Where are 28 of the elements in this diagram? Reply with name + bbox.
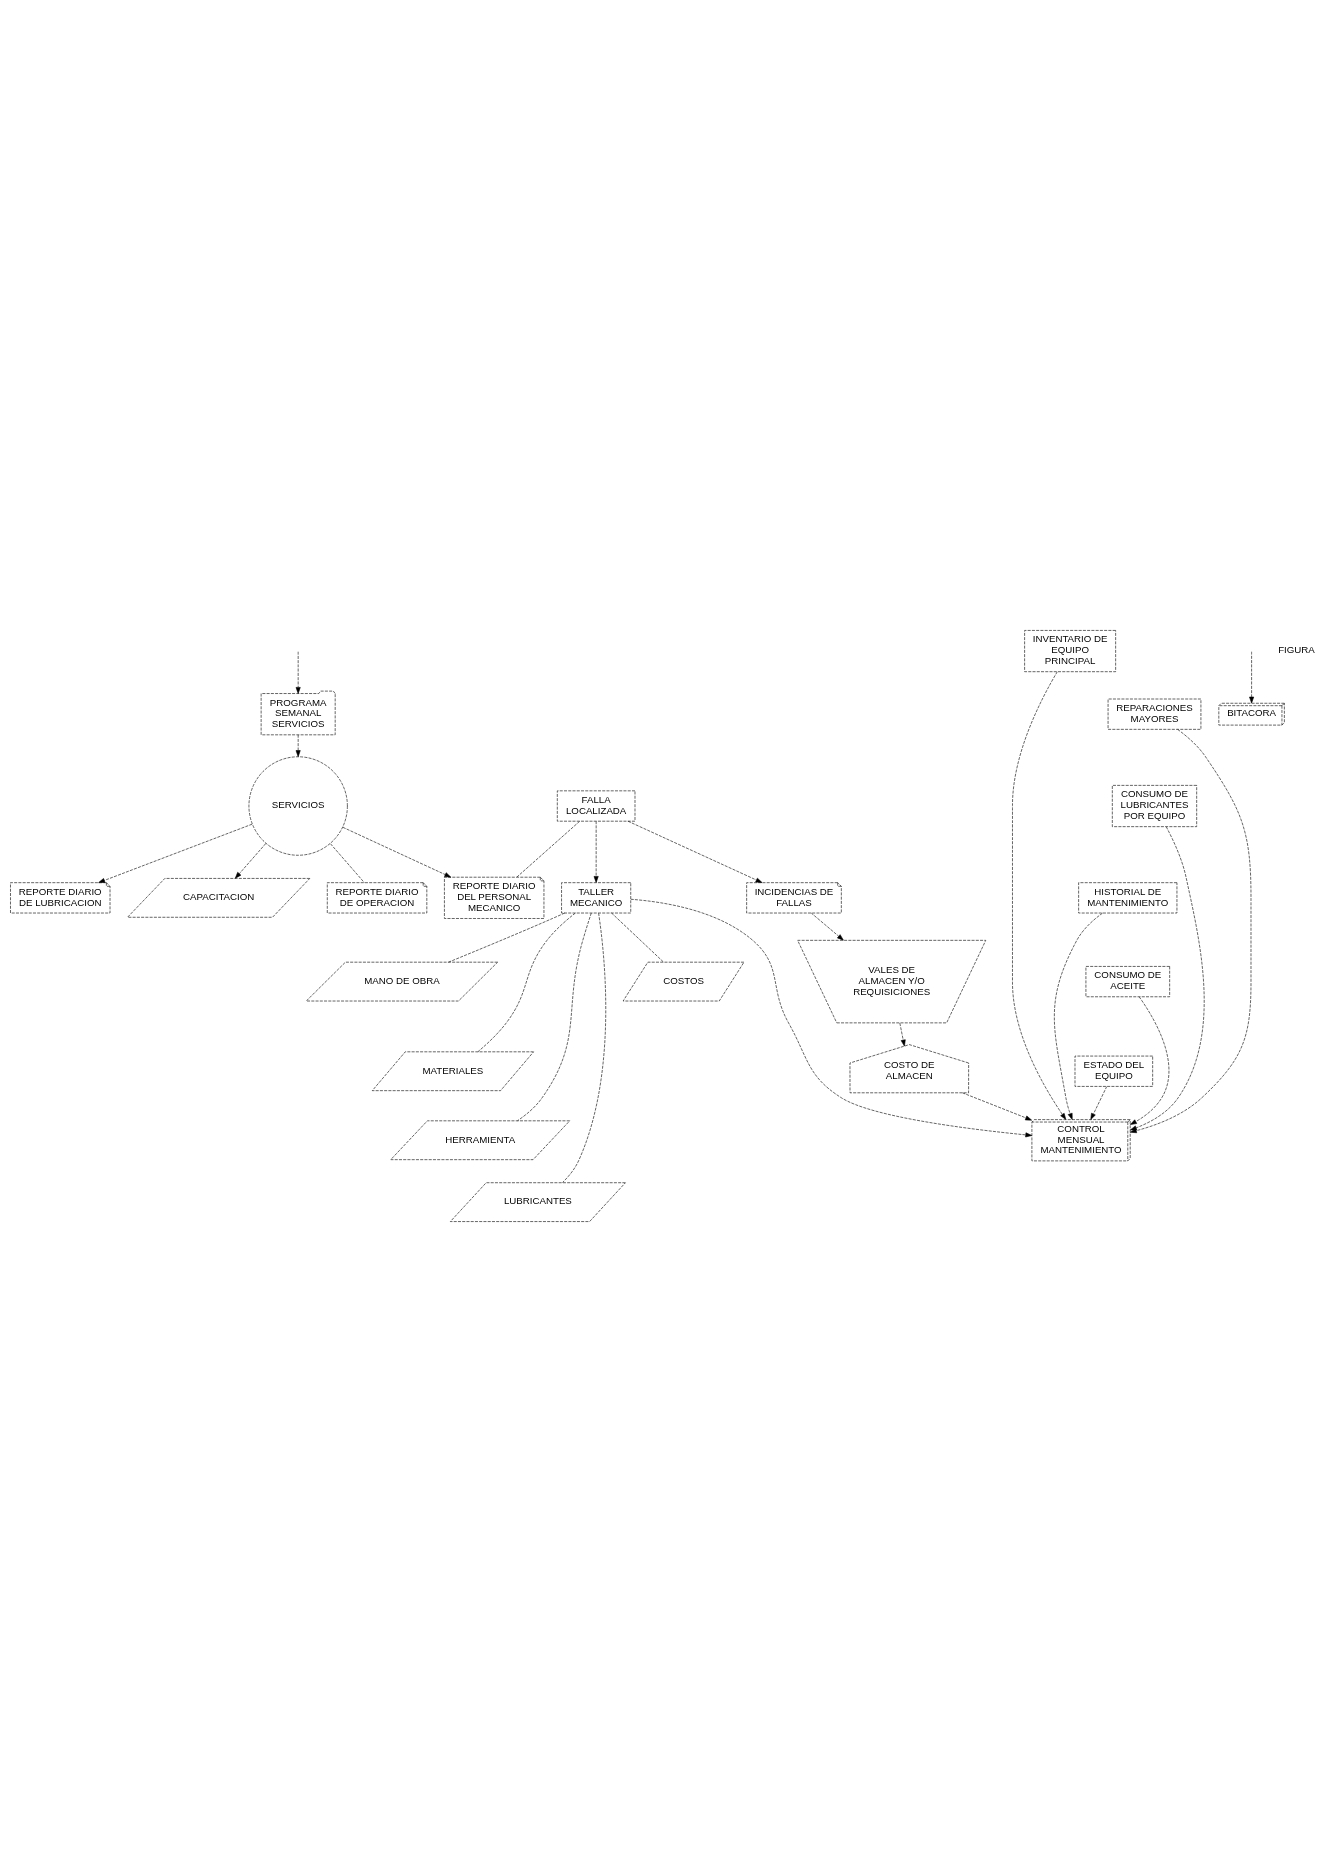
node-box: CONSUMO DE ACEITE — [1085, 965, 1170, 997]
arrow — [1130, 826, 1205, 1130]
arrow — [899, 1022, 906, 1046]
arrow — [630, 898, 1033, 1137]
arrow — [627, 820, 763, 883]
node-box: HISTORIAL DE MANTENIMIENTO — [1078, 881, 1178, 913]
node-box: FALLA LOCALIZADA — [557, 790, 636, 821]
node-box: REPARACIONES MAYORES — [1107, 698, 1202, 730]
arrow — [1249, 650, 1255, 703]
arrow — [234, 842, 267, 879]
arrow — [295, 734, 301, 757]
arrow — [342, 826, 452, 877]
node-box: INVENTARIO DE EQUIPO PRINCIPAL — [1024, 629, 1116, 672]
node-box: TALLER MECANICO — [561, 881, 632, 913]
node-circle: SERVICIOS — [248, 755, 348, 856]
connector — [516, 820, 580, 877]
arrow — [810, 912, 844, 940]
node-box: CONSUMO DE LUBRICANTES POR EQUIPO — [1112, 784, 1197, 827]
label: FIGURA — [1278, 643, 1315, 655]
arrow — [1054, 912, 1103, 1120]
arrow — [1090, 1085, 1108, 1120]
arrow — [98, 823, 253, 883]
arrow — [1012, 671, 1067, 1120]
arrow — [1130, 996, 1170, 1125]
arrow — [295, 650, 301, 694]
arrow — [593, 820, 599, 883]
arrow — [962, 1092, 1032, 1120]
node-box: ESTADO DEL EQUIPO — [1074, 1055, 1153, 1087]
